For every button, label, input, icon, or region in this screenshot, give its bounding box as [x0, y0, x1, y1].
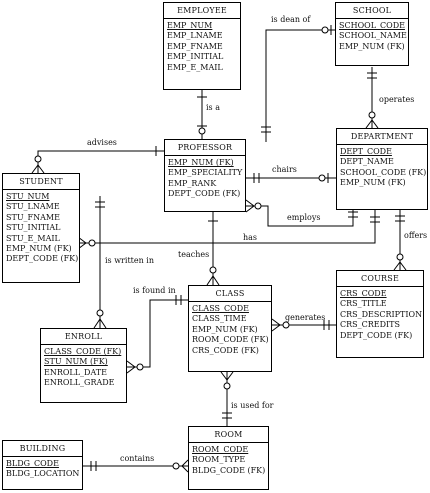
line-advises — [31, 146, 164, 174]
attribute: DEPT_CODE (FK) — [168, 189, 241, 199]
relationship-label-teaches: teaches — [178, 250, 210, 259]
attribute: ENROLL_GRADE — [44, 378, 115, 388]
attribute: EMP_NUM (FK) — [6, 244, 72, 254]
attribute: EMP_NUM (FK) — [168, 158, 234, 167]
attribute: DEPT_NAME — [340, 157, 394, 167]
line-generates — [271, 318, 336, 332]
attribute: EMP_E_MAIL — [167, 62, 223, 72]
entity-building[interactable]: BUILDING BLDG_CODE BLDG_LOCATION — [2, 440, 83, 490]
attribute: ROOM_CODE (FK) — [192, 335, 269, 345]
attribute: ENROLL_DATE — [44, 367, 107, 377]
attribute: EMP_NUM (FK) — [339, 41, 405, 51]
entity-title: BUILDING — [3, 441, 82, 457]
line-is-dean-of — [261, 25, 335, 142]
relationship-label-is-written-in: is written in — [105, 256, 155, 265]
attribute: STU_NUM — [6, 192, 50, 201]
line-operates — [365, 67, 379, 129]
relationship-label-is-found-in: is found in — [133, 286, 176, 295]
entity-enroll[interactable]: ENROLL CLASS_CODE (FK) STU_NUM (FK) ENRO… — [40, 328, 127, 403]
relationship-label-employs: employs — [287, 213, 321, 222]
attribute: ROOM_CODE — [192, 445, 249, 454]
attribute: EMP_NUM — [167, 21, 213, 30]
attribute: STU_E_MAIL — [6, 233, 60, 243]
entity-room[interactable]: ROOM ROOM_CODE ROOM_TYPE BLDG_CODE (FK) — [188, 426, 269, 490]
attribute: EMP_SPECIALITY — [168, 168, 243, 178]
relationship-label-chairs: chairs — [272, 165, 297, 174]
attribute: BLDG_LOCATION — [6, 469, 80, 479]
attribute: DEPT_CODE (FK) — [340, 330, 413, 340]
line-has — [77, 210, 380, 250]
line-chairs — [246, 173, 336, 183]
attribute: CLASS_CODE (FK) — [44, 347, 122, 356]
attribute: CRS_CODE — [340, 289, 387, 298]
attribute: CRS_CREDITS — [340, 320, 400, 330]
entity-course[interactable]: COURSE CRS_CODE CRS_TITLE CRS_DESCRIPTIO… — [336, 270, 424, 358]
attribute: EMP_NUM (FK) — [340, 178, 406, 188]
entity-employee[interactable]: EMPLOYEE EMP_NUM EMP_LNAME EMP_FNAME EMP… — [163, 2, 241, 90]
attribute: CRS_CODE (FK) — [192, 345, 259, 355]
entity-title: EMPLOYEE — [164, 3, 240, 19]
attribute: DEPT_CODE (FK) — [6, 254, 79, 264]
relationship-label-is-a: is a — [206, 103, 220, 112]
attribute: BLDG_CODE (FK) — [192, 465, 266, 475]
entity-title: STUDENT — [3, 174, 79, 190]
attribute: SCHOOL_CODE — [339, 21, 405, 30]
entity-title: CLASS — [189, 286, 271, 302]
relationship-label-contains: contains — [120, 454, 155, 463]
entity-title: ENROLL — [41, 329, 126, 345]
relationship-label-offers: offers — [404, 231, 428, 240]
line-employs — [245, 199, 358, 227]
relationship-label-is-dean-of: is dean of — [271, 15, 311, 24]
entity-title: ROOM — [189, 427, 268, 443]
entity-school[interactable]: SCHOOL SCHOOL_CODE SCHOOL_NAME EMP_NUM (… — [335, 2, 409, 66]
line-is-used-for — [220, 371, 234, 426]
attribute: STU_LNAME — [6, 202, 60, 212]
attribute: STU_NUM (FK) — [44, 357, 108, 367]
entity-department[interactable]: DEPARTMENT DEPT_CODE DEPT_NAME SCHOOL_CO… — [336, 128, 428, 210]
relationship-label-is-used-for: is used for — [231, 401, 274, 410]
entity-title: PROFESSOR — [165, 140, 245, 156]
attribute: BLDG_CODE — [6, 459, 59, 468]
attribute: STU_INITIAL — [6, 223, 61, 233]
attribute: CLASS_CODE — [192, 304, 249, 313]
entity-student[interactable]: STUDENT STU_NUM STU_LNAME STU_FNAME STU_… — [2, 173, 80, 283]
entity-professor[interactable]: PROFESSOR EMP_NUM (FK) EMP_SPECIALITY EM… — [164, 139, 246, 212]
attribute: DEPT_CODE — [340, 147, 392, 156]
line-is-written-in — [93, 196, 107, 329]
entity-title: COURSE — [337, 271, 423, 287]
line-teaches — [206, 212, 220, 286]
relationship-label-generates: generates — [285, 313, 326, 322]
line-contains — [83, 459, 189, 473]
entity-title: DEPARTMENT — [337, 129, 427, 145]
attribute: CRS_TITLE — [340, 299, 387, 309]
line-is-found-in — [126, 295, 188, 374]
attribute: EMP_FNAME — [167, 41, 223, 51]
attribute: CLASS_TIME — [192, 314, 247, 324]
attribute: ROOM_TYPE — [192, 455, 246, 465]
attribute: CRS_DESCRIPTION — [340, 309, 423, 319]
attribute: EMP_NUM (FK) — [192, 324, 258, 334]
entity-title: SCHOOL — [336, 3, 408, 19]
attribute: SCHOOL_NAME — [339, 31, 407, 41]
attribute: EMP_RANK — [168, 178, 217, 188]
attribute: EMP_INITIAL — [167, 52, 224, 62]
relationship-label-advises: advises — [87, 138, 117, 147]
attribute: SCHOOL_CODE (FK) — [340, 167, 427, 177]
line-is-a — [197, 90, 207, 139]
relationship-label-operates: operates — [379, 95, 415, 104]
entity-class[interactable]: CLASS CLASS_CODE CLASS_TIME EMP_NUM (FK)… — [188, 285, 272, 372]
attribute: STU_FNAME — [6, 212, 60, 222]
line-offers — [393, 210, 407, 271]
relationship-label-has: has — [243, 233, 258, 242]
attribute: EMP_LNAME — [167, 31, 223, 41]
